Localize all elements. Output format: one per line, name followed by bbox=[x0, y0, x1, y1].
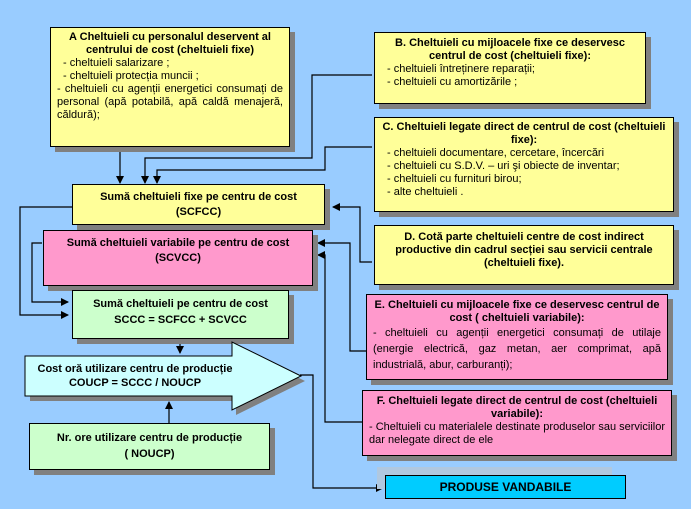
box-c-item: - cheltuieli documentare, cercetare, înc… bbox=[387, 147, 605, 159]
box-c-item: - alte cheltuieli . bbox=[387, 186, 464, 198]
box-c-item: - cheltuieli cu furnituri birou; bbox=[387, 173, 522, 185]
noucp-code: ( NOUCP) bbox=[124, 448, 175, 460]
box-c-item: - cheltuieli cu S.D.V. – uri şi obiecte … bbox=[387, 160, 620, 172]
box-scvcc: Sumă cheltuieli variabile pe centru de c… bbox=[43, 230, 313, 286]
produse-label: PRODUSE VANDABILE bbox=[439, 480, 572, 494]
box-b-item: - cheltuieli întreținere reparații; bbox=[387, 63, 535, 75]
link-b-scfcc bbox=[141, 74, 372, 184]
box-noucp: Nr. ore utilizare centru de producție ( … bbox=[29, 423, 270, 470]
link-e-scvcc bbox=[317, 239, 366, 352]
box-a-item: - cheltuieli cu agenții energetici consu… bbox=[57, 83, 283, 121]
box-a-item: - cheltuieli salarizare ; bbox=[63, 57, 170, 69]
coucp-text: Cost oră utilizare centru de producție C… bbox=[25, 362, 245, 390]
link-f-scvcc bbox=[317, 251, 362, 423]
link-coucp-produse bbox=[300, 374, 384, 492]
box-c-title: C. Cheltuieli legate direct de centrul d… bbox=[382, 121, 666, 146]
box-f-direct-variable: F. Cheltuieli legate direct de centrul d… bbox=[362, 390, 672, 456]
link-c-scfcc bbox=[153, 146, 372, 184]
box-produse-vandabile: PRODUSE VANDABILE bbox=[385, 475, 626, 499]
coucp-label: Cost oră utilizare centru de producție bbox=[37, 363, 233, 375]
box-b-item: - cheltuieli cu amortizările ; bbox=[387, 76, 518, 88]
box-d-indirect-share: D. Cotă parte cheltuieli centre de cost … bbox=[374, 225, 674, 285]
box-a-item: - cheltuieli protecția muncii ; bbox=[63, 70, 199, 82]
link-d-scfcc bbox=[332, 203, 372, 263]
box-e-fixed-assets-variable: E. Cheltuieli cu mijloacele fixe ce dese… bbox=[366, 294, 668, 380]
coucp-formula: COUCP = SCCC / NOUCP bbox=[68, 377, 202, 389]
box-d-title: D. Cotă parte cheltuieli centre de cost … bbox=[395, 231, 653, 269]
scvcc-code: (SCVCC) bbox=[155, 252, 201, 264]
sccc-formula: SCCC = SCFCC + SCVCC bbox=[114, 314, 247, 326]
sccc-label: Sumă cheltuieli pe centru de cost bbox=[93, 298, 268, 310]
scfcc-label: Sumă cheltuieli fixe pe centru de cost bbox=[100, 191, 297, 203]
scvcc-label: Sumă cheltuieli variabile pe centru de c… bbox=[66, 237, 290, 249]
box-sccc: Sumă cheltuieli pe centru de cost SCCC =… bbox=[72, 290, 289, 339]
box-e-item: - cheltuieli cu agenții energetici consu… bbox=[373, 327, 661, 371]
box-c-direct-fixed: C. Cheltuieli legate direct de centrul d… bbox=[374, 117, 674, 212]
noucp-label: Nr. ore utilizare centru de producție bbox=[56, 432, 243, 444]
box-b-title: B. Cheltuieli cu mijloacele fixe ce dese… bbox=[395, 37, 625, 62]
box-e-title: E. Cheltuieli cu mijloacele fixe ce dese… bbox=[374, 299, 660, 324]
box-f-title: F. Cheltuieli legate direct de centrul d… bbox=[376, 395, 658, 420]
box-scfcc: Sumă cheltuieli fixe pe centru de cost (… bbox=[72, 184, 325, 225]
box-a-title: A Cheltuieli cu personalul deservent al … bbox=[69, 31, 271, 56]
scfcc-code: (SCFCC) bbox=[175, 206, 222, 218]
box-f-item: - Cheltuieli cu materialele destinate pr… bbox=[369, 421, 665, 446]
link-scfcc-sccc bbox=[19, 206, 72, 319]
box-a-personnel-costs: A Cheltuieli cu personalul deservent al … bbox=[50, 27, 290, 147]
link-scvcc-sccc bbox=[31, 242, 69, 306]
box-b-fixed-assets-fixed: B. Cheltuieli cu mijloacele fixe ce dese… bbox=[374, 32, 646, 104]
